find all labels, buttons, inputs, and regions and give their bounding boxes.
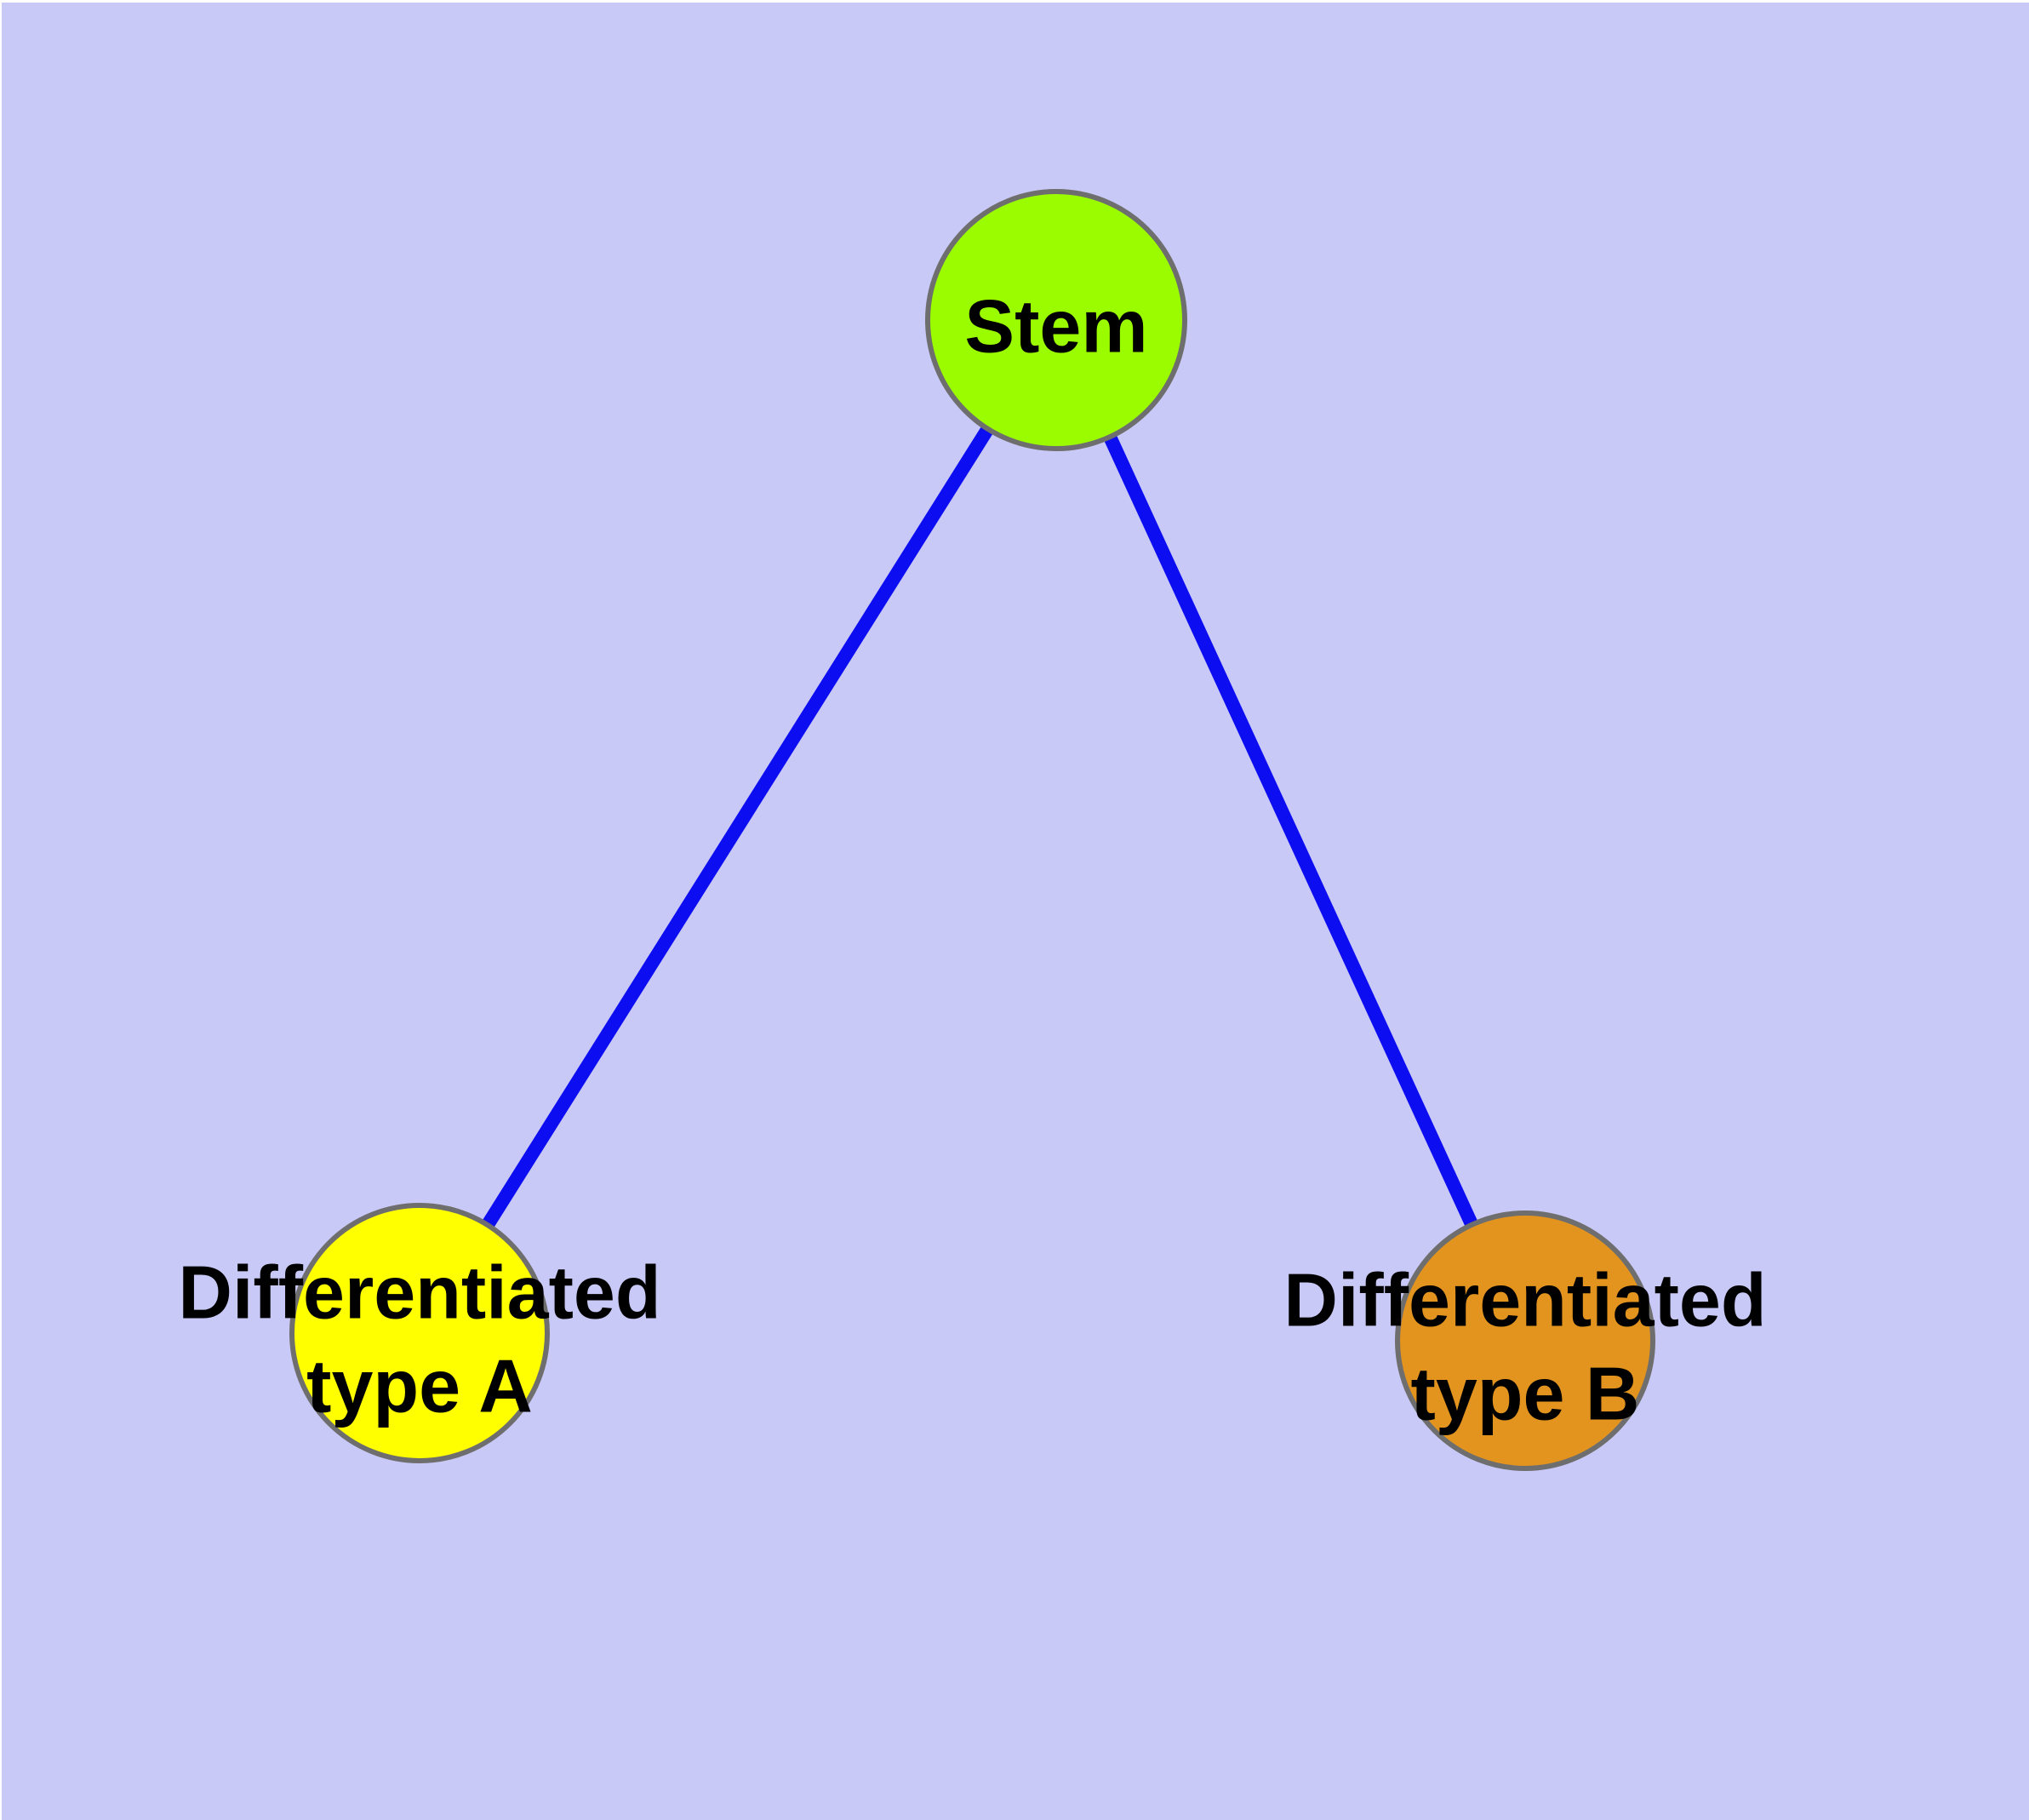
node-diff-a-label-line-2: type A [306, 1344, 533, 1428]
node-stem [925, 189, 1187, 451]
node-stem-label-line-1: Stem [964, 284, 1147, 369]
node-diff-b [1395, 1210, 1655, 1471]
node-diff-b-label-line-1: Differentiated [1283, 1258, 1766, 1342]
node-diff-a [289, 1203, 550, 1463]
edge-stem-diff-a [414, 316, 1062, 1337]
node-diff-a-label-line-1: Differentiated [178, 1251, 660, 1335]
edge-stem-diff-b [1049, 317, 1532, 1344]
node-diff-b-label-line-2: type B [1411, 1352, 1640, 1436]
